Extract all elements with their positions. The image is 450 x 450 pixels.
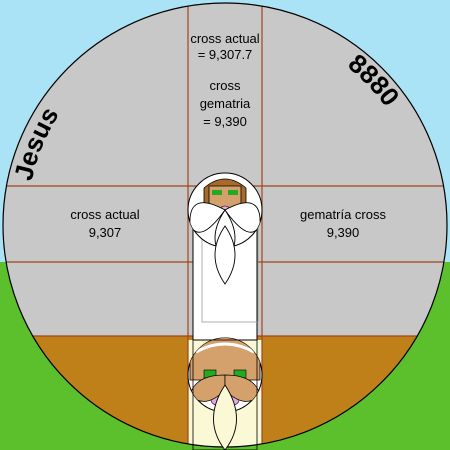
top-label-line-2: = 9,307.7 bbox=[198, 47, 253, 62]
top-label-line-3: cross bbox=[209, 78, 241, 93]
left-label-line-2: 9,307 bbox=[89, 225, 122, 240]
right-label-line-2: 9,390 bbox=[327, 225, 360, 240]
top-label-line-5: = 9,390 bbox=[203, 114, 247, 129]
right-label-line-1: gematría cross bbox=[300, 207, 386, 222]
lower-vesica bbox=[213, 384, 237, 450]
upper-vesica bbox=[214, 225, 236, 285]
top-label-line-4: gematria bbox=[200, 96, 251, 111]
left-label-line-1: cross actual bbox=[70, 207, 139, 222]
top-label-line-1: cross actual bbox=[190, 31, 259, 46]
lower-column-outline bbox=[192, 339, 258, 450]
lower-head-figure bbox=[187, 337, 263, 413]
upper-head-figure bbox=[187, 172, 263, 248]
